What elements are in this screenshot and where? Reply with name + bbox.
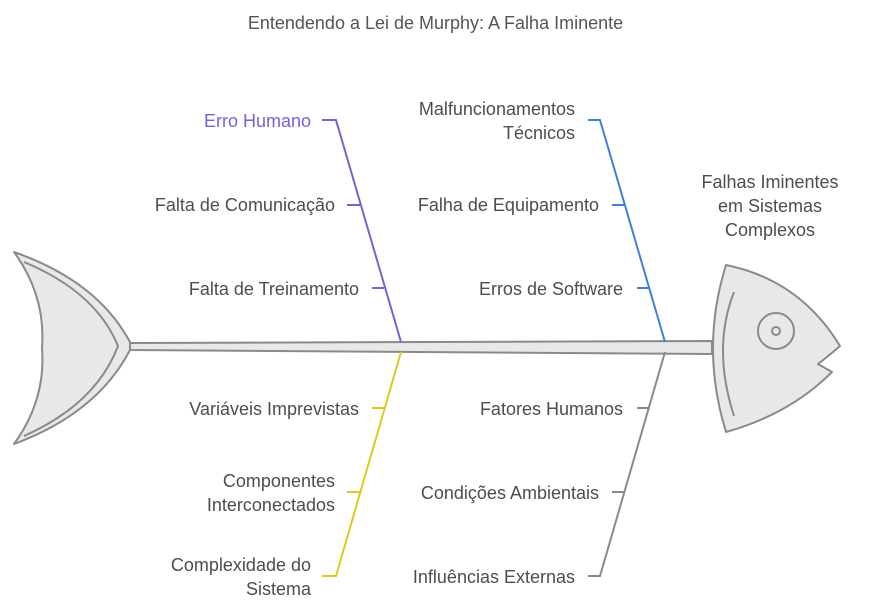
- cause-componentes-line-1: Componentes: [222, 471, 335, 491]
- cause-fatores-humanos: Fatores Humanos: [479, 399, 623, 419]
- fish-tail-inner-line: [23, 261, 120, 437]
- cause-variaveis-imprevistas: Variáveis Imprevistas: [189, 399, 359, 419]
- cause-falta-treinamento: Falta de Treinamento: [188, 279, 359, 299]
- fish-spine: [129, 340, 713, 355]
- cause-falha-equipamento: Falha de Equipamento: [417, 195, 599, 215]
- cause-falta-comunicacao: Falta de Comunicação: [154, 195, 335, 215]
- effect-line-2: em Sistemas: [717, 196, 823, 216]
- bone-complexidade: [322, 351, 402, 577]
- fish-eye-pupil: [771, 326, 781, 336]
- category-influencias: Influências Externas: [412, 567, 575, 587]
- fish-gill-line: [722, 291, 735, 417]
- fish-tail: [13, 251, 133, 445]
- category-malfuncionamentos-line-1: Malfuncionamentos: [418, 99, 575, 119]
- category-complexidade-line-2: Sistema: [245, 579, 311, 599]
- cause-condicoes-ambientais: Condições Ambientais: [420, 483, 599, 503]
- effect-label: Falhas Iminentes em Sistemas Complexos: [680, 170, 860, 242]
- category-erro-humano: Erro Humano: [203, 111, 311, 131]
- cause-erros-software: Erros de Software: [478, 279, 623, 299]
- cause-componentes-interconectados: Componentes Interconectados: [207, 469, 335, 517]
- category-malfuncionamentos: Malfuncionamentos Técnicos: [419, 97, 575, 145]
- category-malfuncionamentos-line-2: Técnicos: [502, 123, 575, 143]
- bone-malfuncionamentos: [588, 119, 666, 343]
- category-complexidade: Complexidade do Sistema: [171, 553, 311, 601]
- cause-componentes-line-2: Interconectados: [206, 495, 335, 515]
- diagram-title: Entendendo a Lei de Murphy: A Falha Imin…: [247, 13, 624, 33]
- effect-line-1: Falhas Iminentes: [701, 172, 839, 192]
- bone-influencias: [588, 351, 666, 577]
- effect-line-3: Complexos: [724, 220, 816, 240]
- bone-erro-humano: [322, 119, 402, 343]
- category-complexidade-line-1: Complexidade do: [170, 555, 311, 575]
